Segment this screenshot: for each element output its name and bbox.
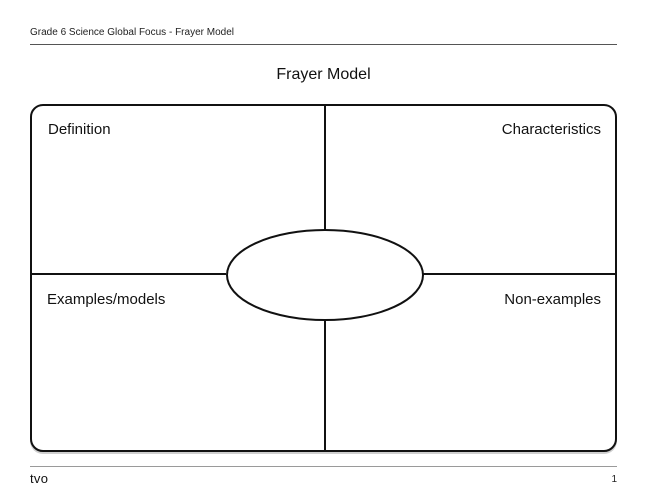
header-text: Grade 6 Science Global Focus - Frayer Mo…: [30, 27, 234, 38]
quadrant-label-non-examples: Non-examples: [504, 291, 601, 308]
tvo-logo: tvo: [30, 471, 49, 486]
frayer-model-lines: [30, 104, 617, 452]
header-divider: [30, 44, 617, 45]
quadrant-label-examples: Examples/models: [47, 291, 166, 308]
page-title: Frayer Model: [276, 66, 371, 83]
footer-divider: [30, 466, 617, 467]
quadrant-label-definition: Definition: [48, 121, 111, 138]
center-term-oval: [226, 229, 424, 321]
quadrant-label-characteristics: Characteristics: [501, 121, 601, 138]
frayer-model-frame: Definition Characteristics Examples/mode…: [30, 104, 617, 452]
page-number: 1: [611, 474, 617, 485]
